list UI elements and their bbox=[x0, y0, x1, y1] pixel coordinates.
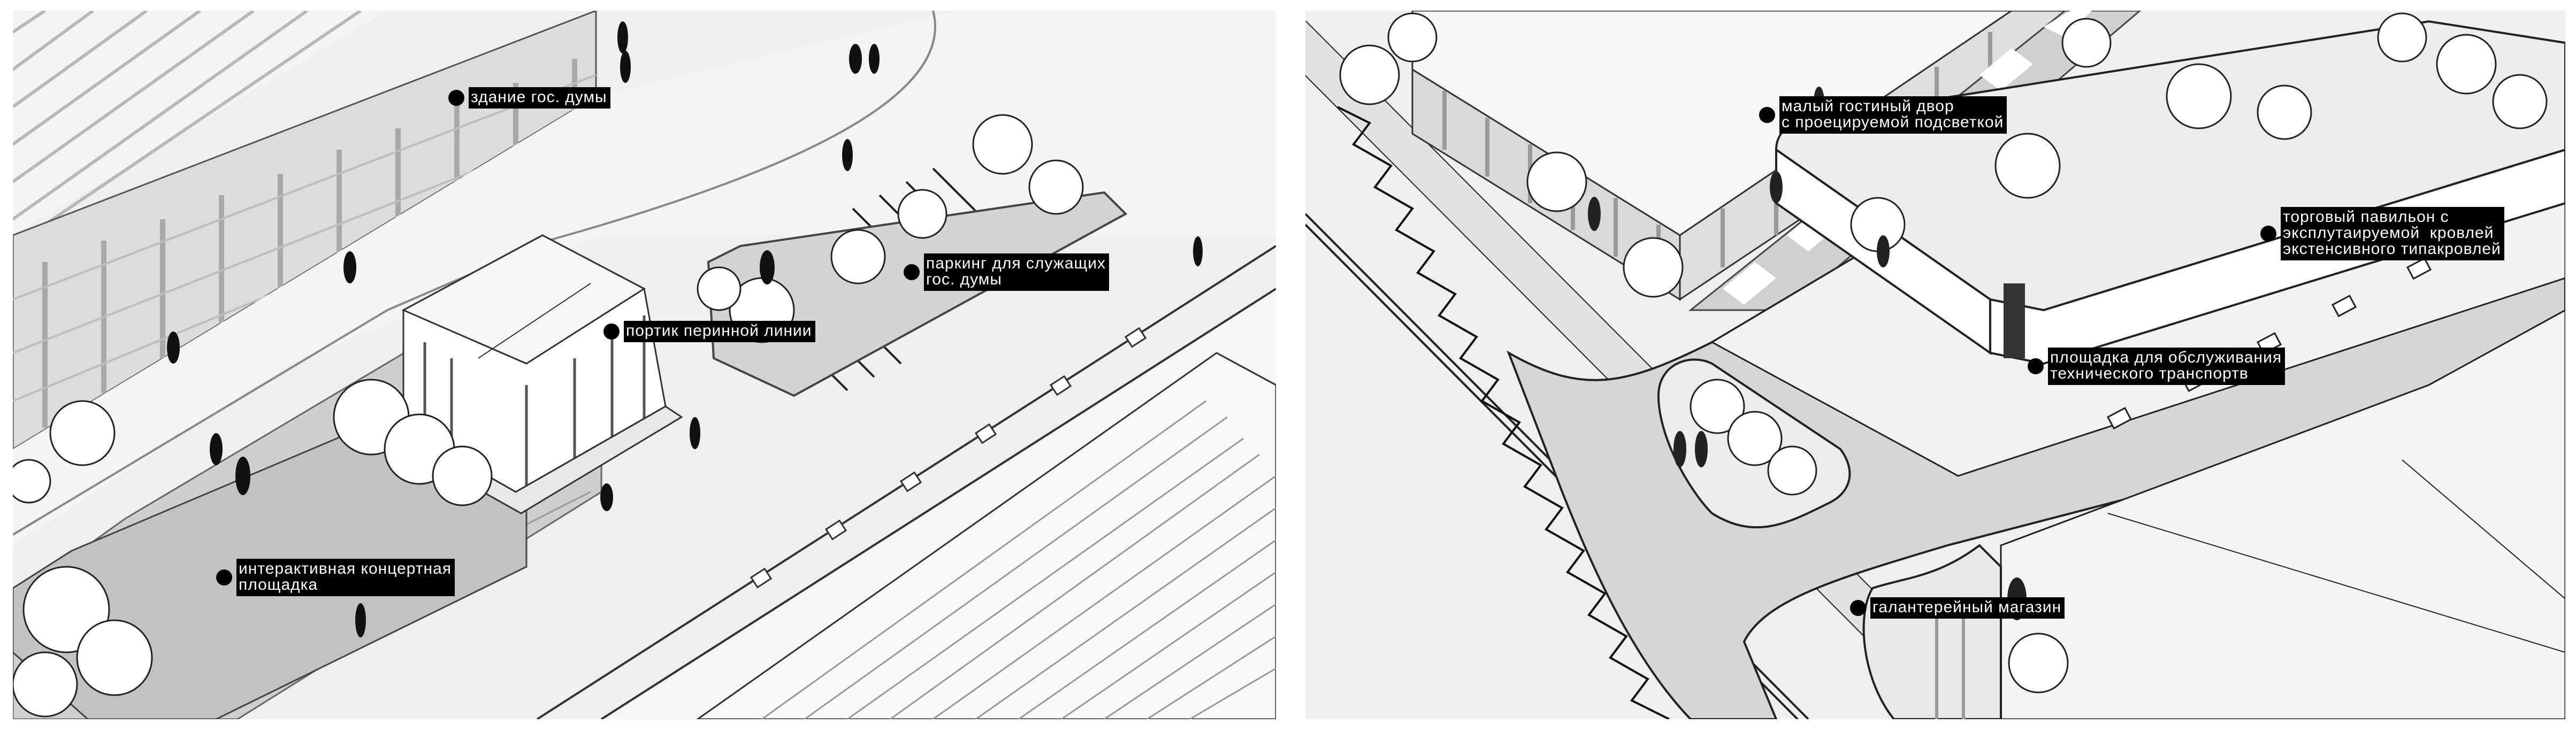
duma-roof bbox=[13, 11, 387, 235]
callout-label: портик перинной линии bbox=[624, 321, 815, 342]
trading-rows-roof bbox=[696, 352, 1276, 719]
callout-label: интерактивная концертная площадка bbox=[236, 559, 455, 596]
people-silhouettes bbox=[167, 21, 1203, 637]
axonometric-panel-right: малый гостиный двор с проецируемой подсв… bbox=[1305, 11, 2565, 719]
callout-concert-plaza: интерактивная концертная площадка bbox=[216, 559, 455, 596]
marker-dot-icon bbox=[603, 323, 620, 340]
callout-portico: портик перинной линии bbox=[603, 321, 815, 342]
marker-dot-icon bbox=[1850, 600, 1866, 616]
axonometric-panel-left: здание гос. думы паркинг для служащих го… bbox=[13, 11, 1276, 719]
marker-dot-icon bbox=[2028, 358, 2044, 374]
callout-haberdashery: галантерейный магазин bbox=[1850, 597, 2065, 619]
site-drawing-left bbox=[13, 11, 1276, 719]
marker-dot-icon bbox=[216, 569, 232, 585]
marker-dot-icon bbox=[904, 264, 920, 280]
callout-duma-building: здание гос. думы bbox=[448, 87, 610, 109]
callout-label: здание гос. думы bbox=[469, 87, 610, 109]
haberdashery-building bbox=[1862, 544, 2002, 719]
callout-label: торговый павильон с эксплутаируемой кров… bbox=[2281, 207, 2504, 260]
curb-bollards bbox=[750, 327, 1147, 589]
zigzag-fence bbox=[1337, 106, 1670, 719]
callout-service-area: площадка для обслуживания технического т… bbox=[2028, 348, 2285, 385]
marker-dot-icon bbox=[1759, 107, 1775, 123]
callout-trade-pavilion: торговый павильон с эксплутаируемой кров… bbox=[2260, 207, 2504, 260]
callout-label: площадка для обслуживания технического т… bbox=[2048, 348, 2285, 385]
portico-building bbox=[386, 234, 683, 514]
callout-gostiny-dvor: малый гостиный двор с проецируемой подсв… bbox=[1759, 96, 2007, 134]
callout-label: паркинг для служащих гос. думы bbox=[924, 253, 1109, 291]
callout-label: галантерейный магазин bbox=[1870, 597, 2065, 619]
marker-dot-icon bbox=[448, 90, 464, 106]
callout-parking: паркинг для служащих гос. думы bbox=[904, 253, 1109, 291]
callout-label: малый гостиный двор с проецируемой подсв… bbox=[1779, 96, 2007, 134]
trees bbox=[1339, 12, 2548, 694]
marker-dot-icon bbox=[2260, 226, 2276, 242]
